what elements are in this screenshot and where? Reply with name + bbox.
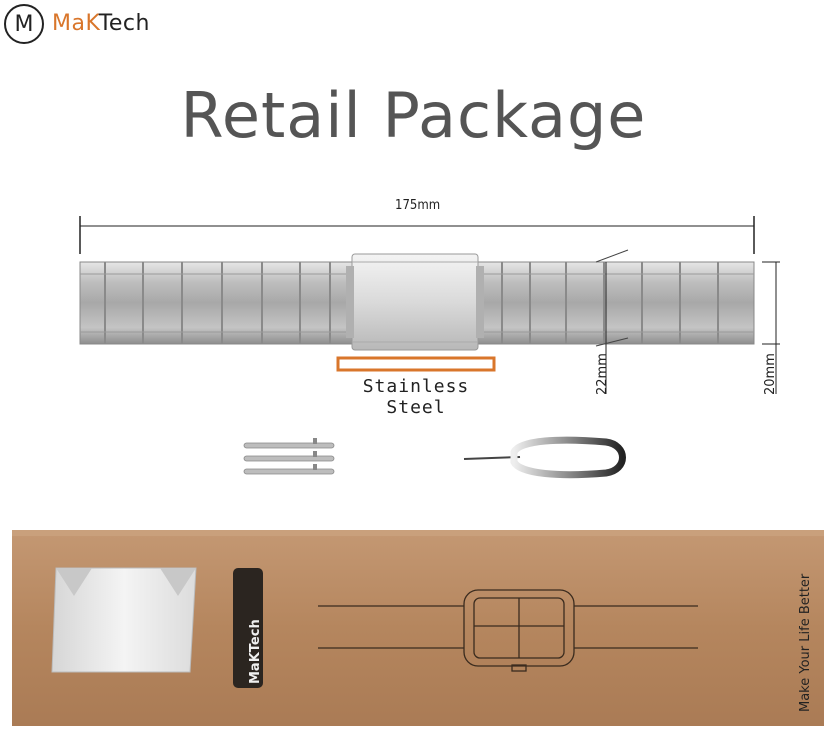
brand-name-part1: MaK <box>52 11 99 36</box>
box-brand-tag <box>233 568 263 688</box>
retail-box <box>12 530 824 726</box>
lug-width-label: 22mm <box>595 353 610 395</box>
page-title: Retail Package <box>180 79 647 152</box>
brand-name: MaKTech <box>52 10 150 38</box>
box-window <box>51 567 197 673</box>
band-width-label: 20mm <box>763 353 778 395</box>
width-dimension-lines <box>595 249 780 394</box>
length-dimension-line <box>79 216 755 254</box>
logo-letter: M <box>14 11 34 37</box>
band-clasp <box>346 253 484 351</box>
pin-removal-tool-icon <box>463 436 626 479</box>
length-label: 175mm <box>395 198 441 213</box>
brand-logo-icon: M <box>4 4 44 44</box>
material-label: Stainless Steel <box>362 376 470 418</box>
band-links <box>79 261 755 345</box>
box-slogan: Make Your Life Better <box>798 573 813 712</box>
box-brand-tag-text: MaKTech <box>248 619 263 684</box>
watch-line-art <box>318 589 698 672</box>
material-highlight-box <box>336 356 496 372</box>
spring-bar-pins-icon <box>243 438 335 475</box>
brand-name-part2: Tech <box>98 11 150 36</box>
